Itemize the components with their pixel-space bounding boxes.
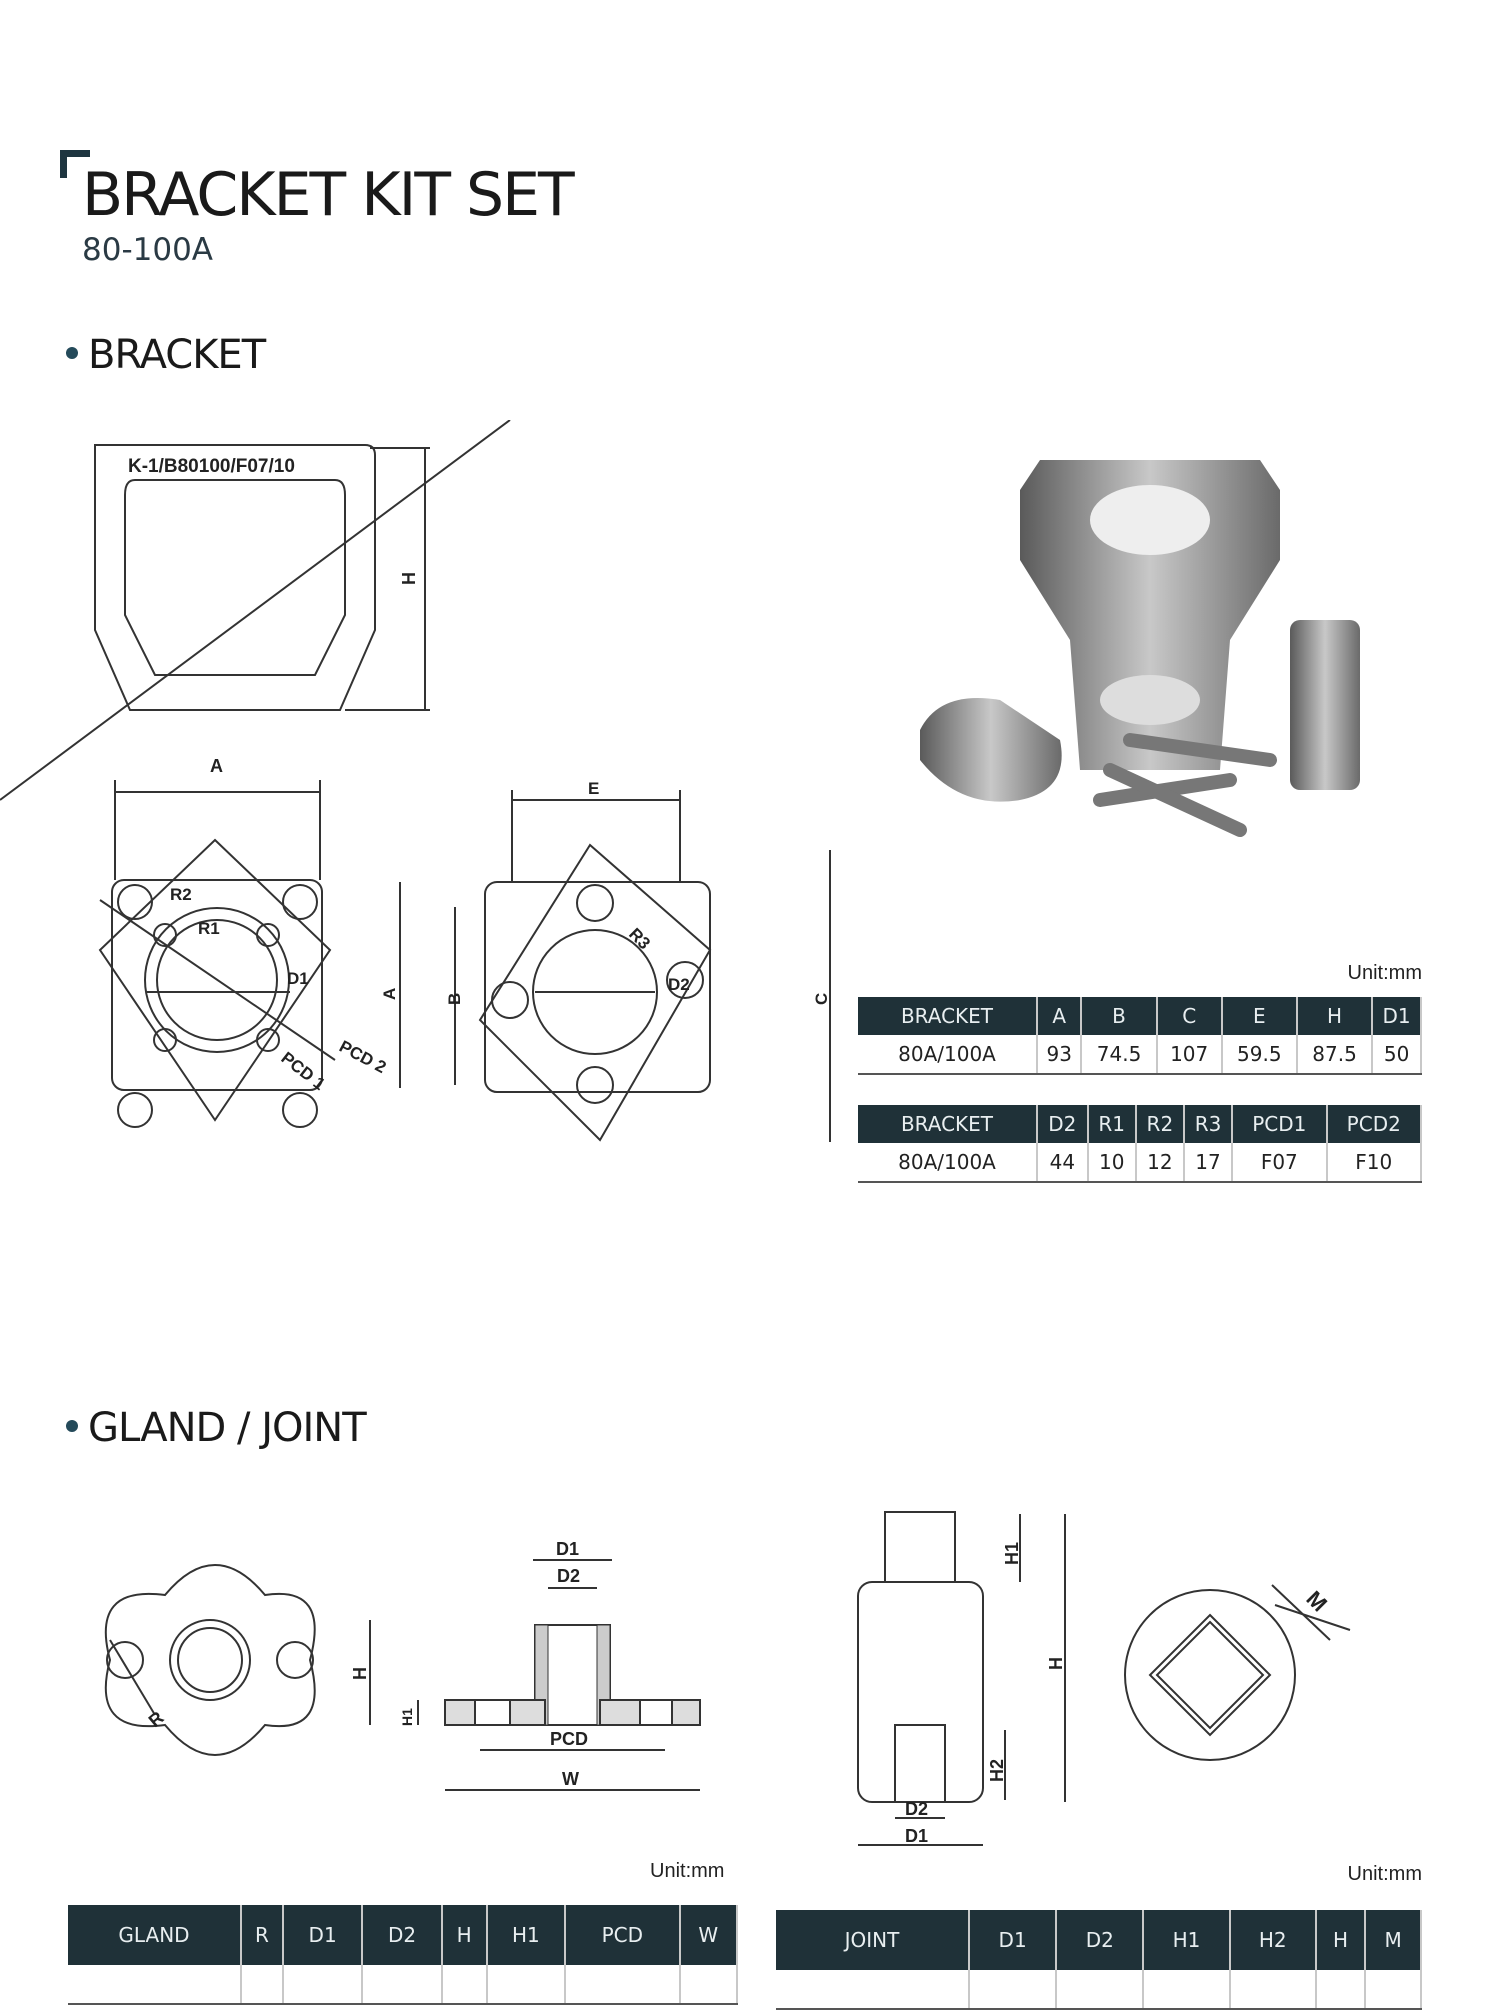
- joint-dim-H1: H1: [1002, 1542, 1022, 1565]
- table-header-cell: GLAND: [68, 1905, 242, 1965]
- table-header-cell: E: [1221, 997, 1298, 1035]
- table-header-row: BRACKET D2 R1 R2 R3 PCD1 PCD2: [858, 1105, 1423, 1143]
- table-cell: 107: [1156, 1035, 1223, 1075]
- gland-dim-PCD: PCD: [550, 1729, 588, 1749]
- table-header-cell: A: [1037, 997, 1083, 1035]
- table-cell: F10: [1326, 1143, 1423, 1183]
- section-heading-text: GLAND / JOINT: [88, 1405, 367, 1451]
- table-header-cell: D2: [1056, 1910, 1145, 1970]
- table-header-cell: D2: [362, 1905, 443, 1965]
- table-header-cell: R: [241, 1905, 284, 1965]
- bullet-icon: [66, 1420, 78, 1432]
- table-cell: 10: [1087, 1143, 1137, 1183]
- dim-R2: R2: [170, 885, 192, 904]
- table-header-cell: H: [1296, 997, 1374, 1035]
- table-header-cell: B: [1081, 997, 1158, 1035]
- table-header-cell: H1: [486, 1905, 567, 1965]
- section-heading-bracket: BRACKET: [66, 332, 266, 378]
- joint-unit-label: Unit:mm: [1347, 1863, 1422, 1885]
- table-row: 80A/100A 93 74.5 107 59.5 87.5 50: [858, 1035, 1422, 1075]
- table-header-cell: PCD2: [1326, 1105, 1423, 1143]
- table-cell: 59.5: [1221, 1035, 1298, 1075]
- table-row: [68, 1965, 739, 2005]
- table-header-cell: D1: [282, 1905, 364, 1965]
- joint-dim-D2: D2: [905, 1799, 928, 1819]
- table-header-cell: JOINT: [776, 1910, 970, 1970]
- table-header-cell: D1: [969, 1910, 1058, 1970]
- gland-dim-D2: D2: [557, 1566, 580, 1586]
- dim-B: B: [445, 993, 464, 1005]
- table-cell: 50: [1372, 1035, 1422, 1075]
- table-header-cell: BRACKET: [858, 997, 1038, 1035]
- table-cell: 74.5: [1081, 1035, 1158, 1075]
- section-heading-gland-joint: GLAND / JOINT: [66, 1405, 367, 1451]
- table-header-row: GLAND R D1 D2 H H1 PCD W: [68, 1905, 739, 1965]
- gland-dim-H1: H1: [399, 1708, 415, 1726]
- table-header-cell: M: [1365, 1910, 1422, 1970]
- table-header-cell: PCD: [565, 1905, 681, 1965]
- dim-PCD2: PCD 2: [336, 1037, 389, 1077]
- table-header-cell: D2: [1037, 1105, 1089, 1143]
- gland-unit-label: Unit:mm: [650, 1860, 725, 1882]
- dim-A-side: A: [380, 988, 399, 1000]
- table-header-row: JOINT D1 D2 H1 H2 H M: [776, 1910, 1422, 1970]
- dim-R1: R1: [198, 919, 220, 938]
- table-row: 80A/100A 44 10 12 17 F07 F10: [858, 1143, 1423, 1183]
- table-cell: F07: [1232, 1143, 1328, 1183]
- table-header-row: BRACKET A B C E H D1: [858, 997, 1422, 1035]
- gland-dim-W: W: [562, 1769, 579, 1789]
- dim-D1: D1: [287, 969, 309, 988]
- joint-dim-H2: H2: [987, 1759, 1007, 1782]
- product-photo: [920, 460, 1360, 837]
- table-cell: 80A/100A: [858, 1035, 1038, 1075]
- gland-drawing: R D1 D2 H H1 PCD W: [104, 1539, 701, 1791]
- bracket-drawing: K-1/B80100/F07/10 H A R2 R1 D1 A PCD 2 P…: [0, 420, 831, 1142]
- joint-spec-table: JOINT D1 D2 H1 H2 H M: [776, 1910, 1422, 2010]
- table-header-cell: R3: [1183, 1105, 1234, 1143]
- gland-dim-R: R: [145, 1707, 168, 1731]
- table-header-cell: C: [1156, 997, 1223, 1035]
- gland-dim-D1: D1: [556, 1539, 579, 1559]
- table-cell: 80A/100A: [858, 1143, 1038, 1183]
- joint-drawing: H1 H H2 D2 D1 M: [857, 1511, 1351, 1846]
- dim-D2: D2: [668, 975, 690, 994]
- title-corner-mark: [60, 150, 90, 178]
- table-header-cell: H2: [1229, 1910, 1317, 1970]
- page-subtitle: 80-100A: [82, 232, 214, 268]
- table-header-cell: H: [1315, 1910, 1367, 1970]
- dim-A-top: A: [210, 756, 223, 776]
- table-cell: 17: [1183, 1143, 1234, 1183]
- table-header-cell: R1: [1087, 1105, 1137, 1143]
- part-label: K-1/B80100/F07/10: [128, 456, 295, 477]
- table-cell: 87.5: [1296, 1035, 1374, 1075]
- gland-dim-H: H: [350, 1667, 370, 1680]
- dim-R3: R3: [625, 924, 654, 953]
- table-header-cell: R2: [1135, 1105, 1185, 1143]
- table-cell: 12: [1135, 1143, 1185, 1183]
- joint-dim-D1: D1: [905, 1826, 928, 1846]
- bracket-spec-table-2: BRACKET D2 R1 R2 R3 PCD1 PCD2 80A/100A 4…: [858, 1105, 1423, 1183]
- table-header-cell: D1: [1372, 997, 1422, 1035]
- dim-H: H: [399, 572, 419, 585]
- section-heading-text: BRACKET: [88, 332, 266, 378]
- table-header-cell: BRACKET: [858, 1105, 1038, 1143]
- joint-dim-M: M: [1301, 1586, 1332, 1617]
- gland-spec-table: GLAND R D1 D2 H H1 PCD W: [68, 1905, 739, 2005]
- table-header-cell: PCD1: [1232, 1105, 1328, 1143]
- dim-C: C: [812, 993, 831, 1005]
- table-header-cell: H1: [1143, 1910, 1231, 1970]
- bracket-unit-label: Unit:mm: [1347, 962, 1422, 984]
- joint-dim-H: H: [1046, 1657, 1066, 1670]
- page-title: BRACKET KIT SET: [82, 160, 575, 230]
- table-row: [776, 1970, 1422, 2010]
- bracket-spec-table-1: BRACKET A B C E H D1 80A/100A 93 74.5 10…: [858, 997, 1422, 1075]
- dim-E: E: [588, 779, 599, 798]
- bullet-icon: [66, 347, 78, 359]
- table-cell: 93: [1037, 1035, 1083, 1075]
- table-header-cell: H: [441, 1905, 488, 1965]
- table-header-cell: W: [679, 1905, 739, 1965]
- table-cell: 44: [1037, 1143, 1089, 1183]
